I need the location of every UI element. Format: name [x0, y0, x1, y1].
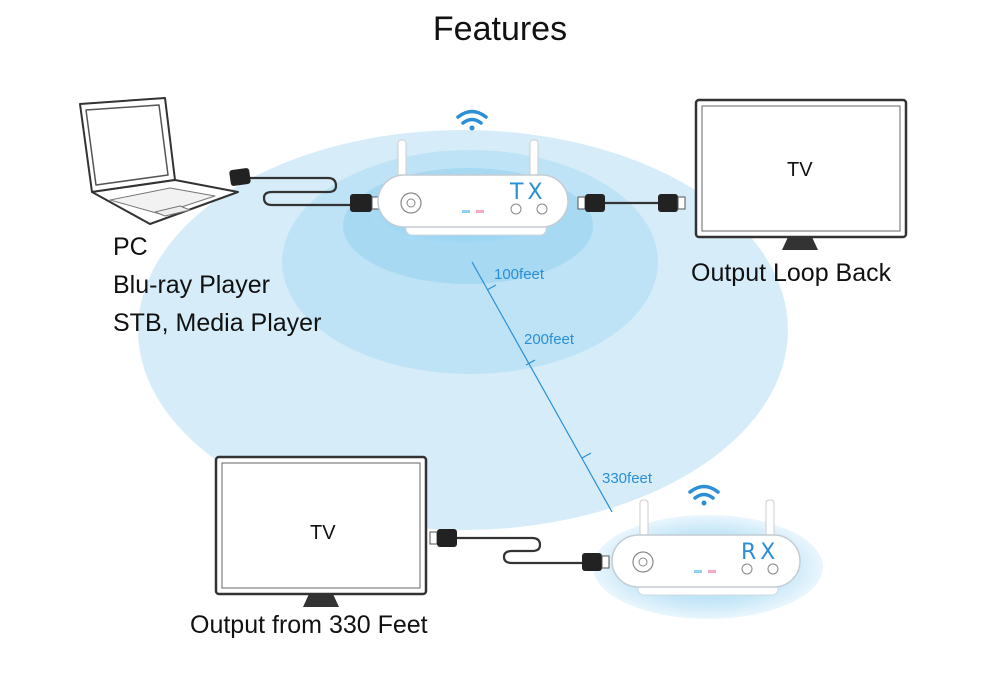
receiver-device — [611, 499, 801, 596]
distance-label-330: 330feet — [602, 470, 653, 487]
remote-tv-icon — [214, 455, 428, 607]
source-list: PC Blu-ray Player STB, Media Player — [113, 228, 321, 342]
source-item: Blu-ray Player — [113, 271, 270, 299]
remote-tv-label: TV — [310, 522, 336, 544]
source-item: PC — [113, 233, 148, 261]
loop-out-tv-icon — [694, 98, 908, 250]
remote-caption: Output from 330 Feet — [190, 611, 428, 639]
distance-line — [471, 261, 613, 513]
hdmi-cable-loopout — [577, 194, 686, 212]
rx-label: RX — [741, 540, 780, 565]
tx-label: TX — [510, 180, 547, 205]
hdmi-cable-input — [229, 168, 380, 212]
source-item: STB, Media Player — [113, 309, 322, 337]
loop-out-caption: Output Loop Back — [691, 259, 892, 287]
distance-label-100: 100feet — [494, 266, 545, 283]
transmitter-device — [377, 139, 569, 236]
tx-wifi-icon — [456, 109, 488, 131]
laptop-icon — [79, 97, 239, 225]
page-title: Features — [432, 10, 568, 48]
hdmi-cable-output — [429, 529, 610, 571]
distance-label-200: 200feet — [524, 331, 575, 348]
rx-wifi-icon — [688, 484, 720, 506]
loop-out-tv-label: TV — [787, 159, 813, 181]
